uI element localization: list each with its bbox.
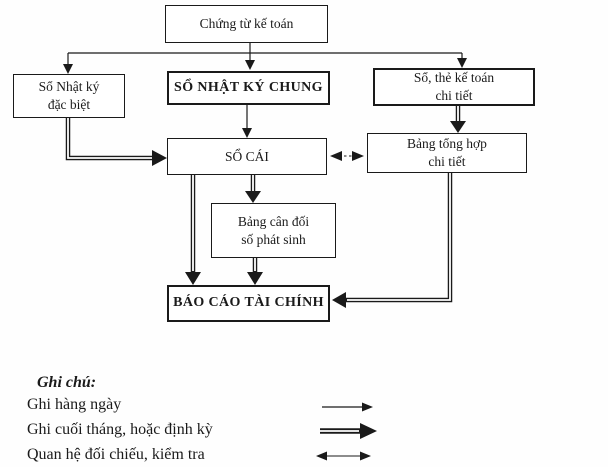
arrow-candoi-to-baocao [247, 258, 263, 285]
arrow-socai-tonghop-check [330, 151, 364, 161]
flow-node-bang-can-doi-so-phat-sinh: Bảng cân đối số phát sinh [211, 203, 336, 258]
arrow-nhatkychung-to-socai [242, 105, 252, 138]
legend-title: Ghi chú: [37, 374, 97, 391]
flow-node-so-the-ke-toan-chi-tiet: Sổ, thẻ kế toán chi tiết [373, 68, 535, 106]
flow-node-so-nhat-ky-chung: SỔ NHẬT KÝ CHUNG [167, 71, 330, 105]
flow-node-bang-tong-hop-chi-tiet: Bảng tổng hợp chi tiết [367, 133, 527, 173]
arrow-socai-to-candoi [245, 175, 261, 203]
flow-node-chung-tu-ke-toan: Chứng từ kế toán [165, 5, 328, 43]
flow-node-so-nhat-ky-dac-biet: Sổ Nhật ký đặc biệt [13, 74, 125, 118]
arrow-dacbiet-to-socai [65, 118, 167, 166]
legend-double-line-arrow [320, 423, 377, 439]
flow-node-so-cai: SỔ CÁI [167, 138, 327, 175]
flow-node-bao-cao-tai-chinh: BÁO CÁO TÀI CHÍNH [167, 285, 330, 322]
legend-item-daily: Ghi hàng ngày [27, 396, 122, 413]
arrow-socai-to-baocao [185, 175, 201, 285]
legend-item-reconciliation: Quan hệ đối chiếu, kiểm tra [27, 446, 205, 463]
legend-single-solid-arrow [322, 402, 373, 412]
legend-item-monthly: Ghi cuối tháng, hoặc định kỳ [27, 421, 213, 438]
arrow-tonghop-to-baocao [332, 173, 453, 308]
arrow-thekt-to-tonghop [450, 106, 466, 133]
arrow-chungtu-branch [63, 43, 467, 74]
legend-double-headed-arrow [316, 451, 371, 461]
